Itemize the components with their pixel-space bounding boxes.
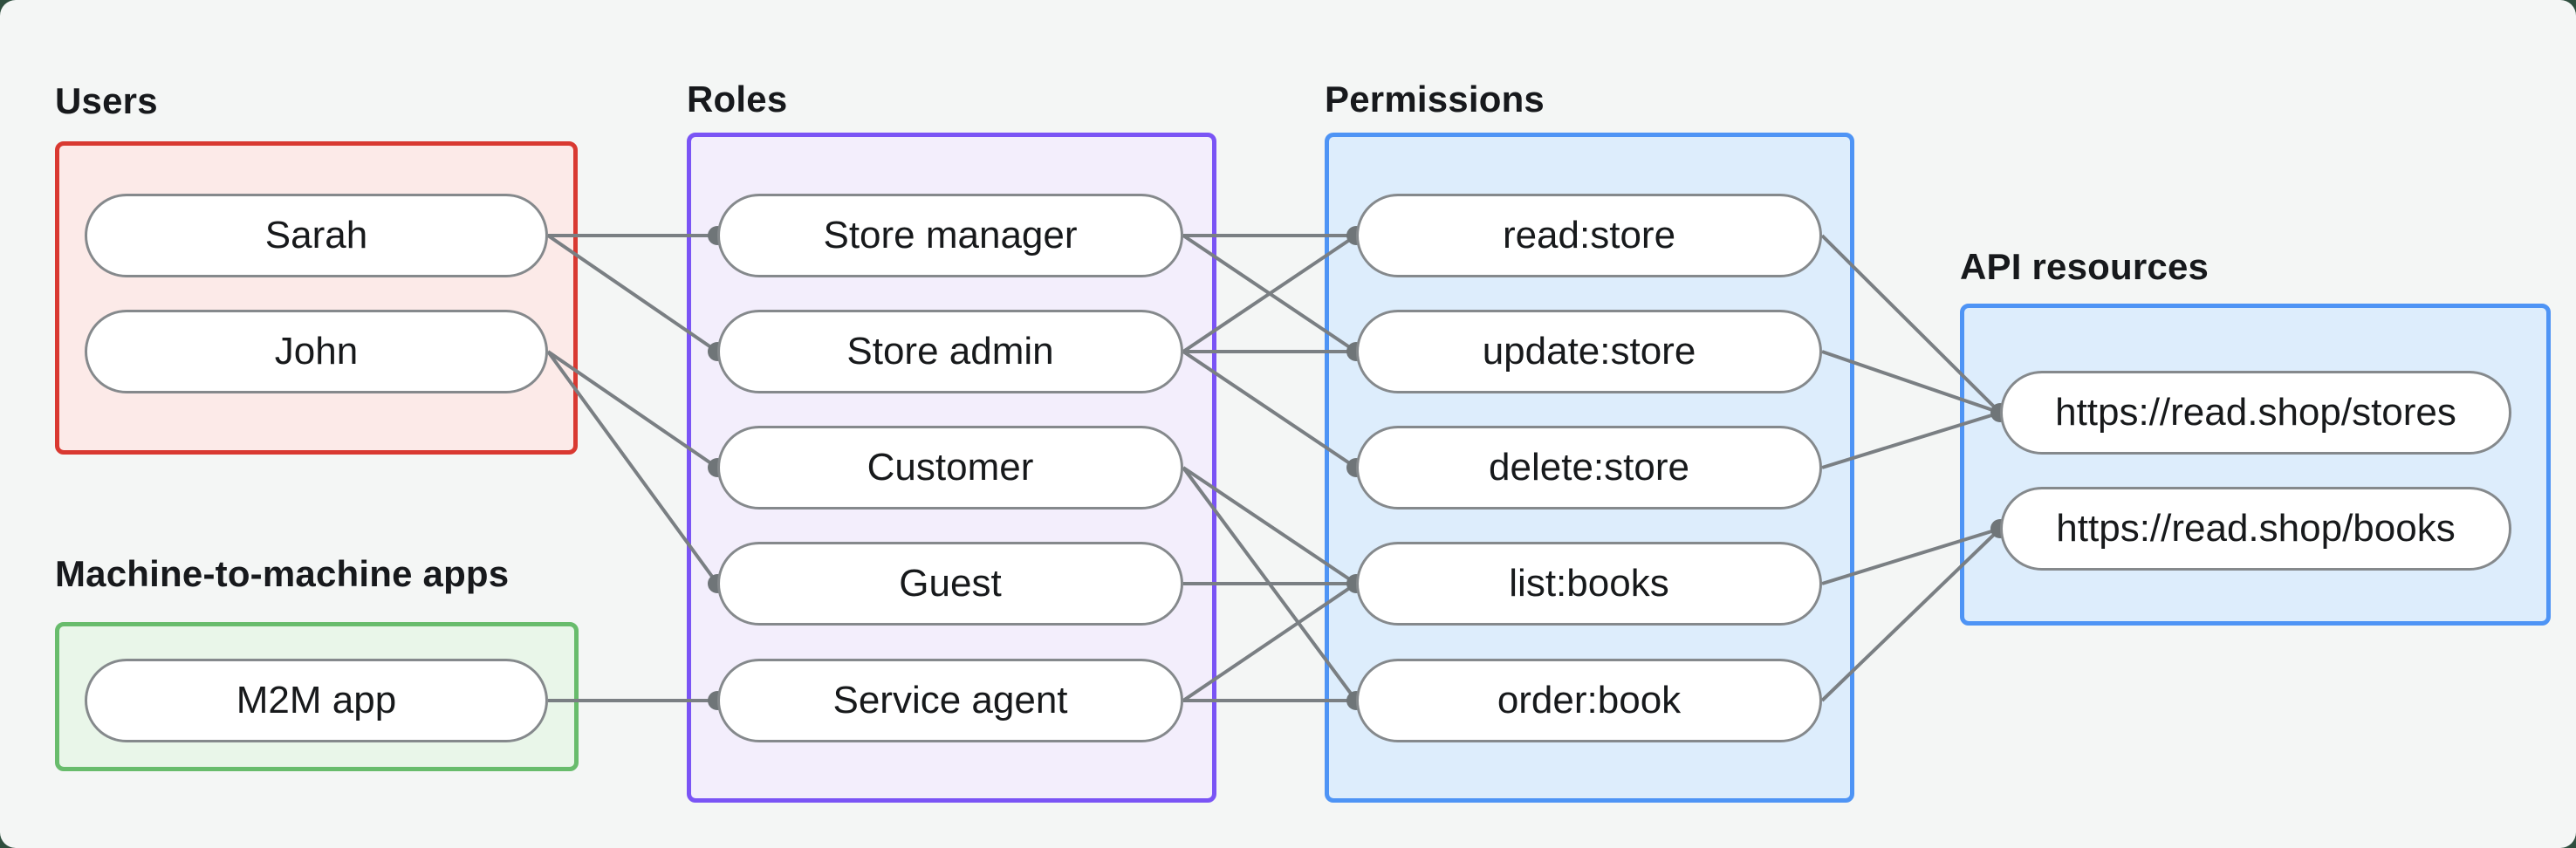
api-resources-title: API resources [1960, 246, 2209, 287]
node-store-manager: Store manager [717, 194, 1183, 277]
node-list-books: list:books [1356, 542, 1822, 626]
node-store-admin: Store admin [717, 310, 1183, 393]
node-api-books: https://read.shop/books [2000, 487, 2511, 571]
node-service-agent: Service agent [717, 659, 1183, 742]
users-group-box [55, 141, 578, 455]
node-order-book: order:book [1356, 659, 1822, 742]
node-update-store: update:store [1356, 310, 1822, 393]
node-customer: Customer [717, 426, 1183, 509]
roles-title: Roles [687, 79, 788, 120]
node-delete-store: delete:store [1356, 426, 1822, 509]
m2m-title: Machine-to-machine apps [55, 553, 510, 594]
node-api-stores: https://read.shop/stores [2000, 371, 2511, 455]
node-sarah: Sarah [85, 194, 548, 277]
permissions-title: Permissions [1325, 79, 1545, 120]
node-john: John [85, 310, 548, 393]
node-read-store: read:store [1356, 194, 1822, 277]
node-guest: Guest [717, 542, 1183, 626]
users-title: Users [55, 80, 158, 121]
node-m2m-app: M2M app [85, 659, 548, 742]
api-resources-group-box [1960, 304, 2551, 626]
